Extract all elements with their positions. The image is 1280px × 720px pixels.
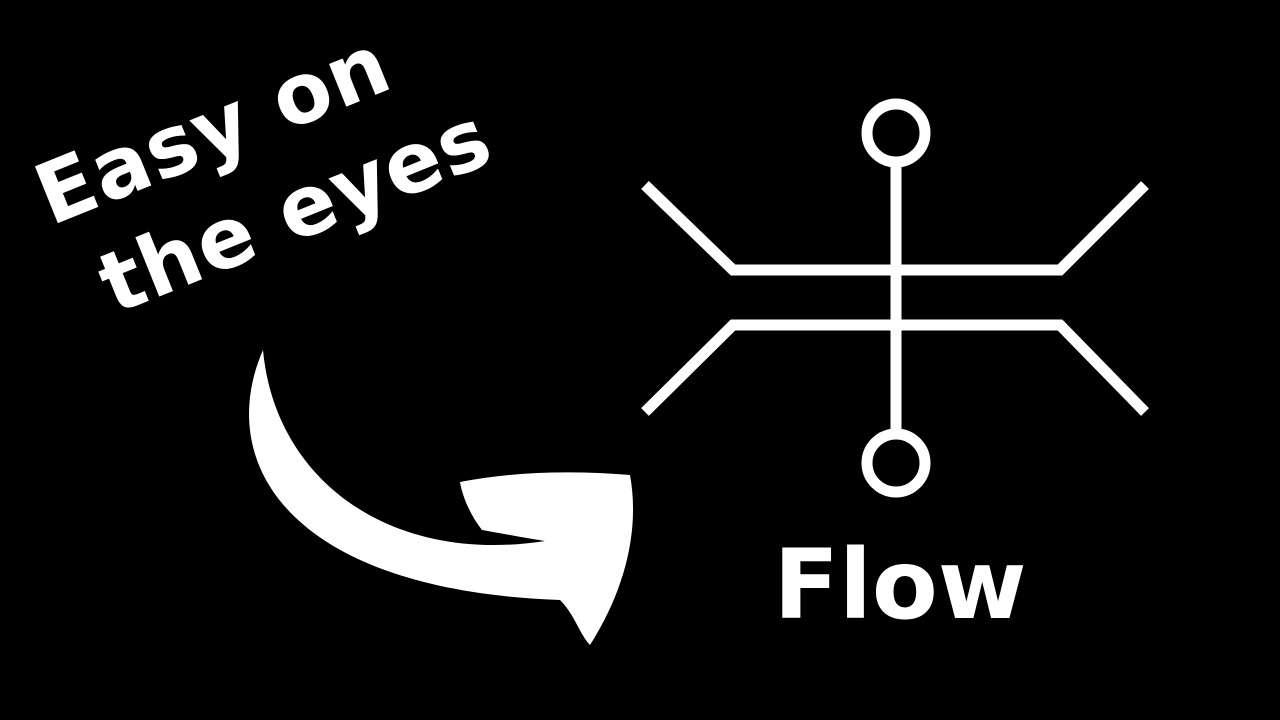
flow-logo-icon bbox=[641, 98, 1149, 498]
logo-upper-channel bbox=[641, 181, 1149, 276]
curved-arrow-shape bbox=[249, 350, 634, 645]
logo-top-node bbox=[861, 98, 931, 168]
logo-lower-channel bbox=[641, 319, 1149, 416]
brand-name: Flow bbox=[773, 529, 1027, 641]
logo-bottom-node bbox=[861, 428, 931, 498]
